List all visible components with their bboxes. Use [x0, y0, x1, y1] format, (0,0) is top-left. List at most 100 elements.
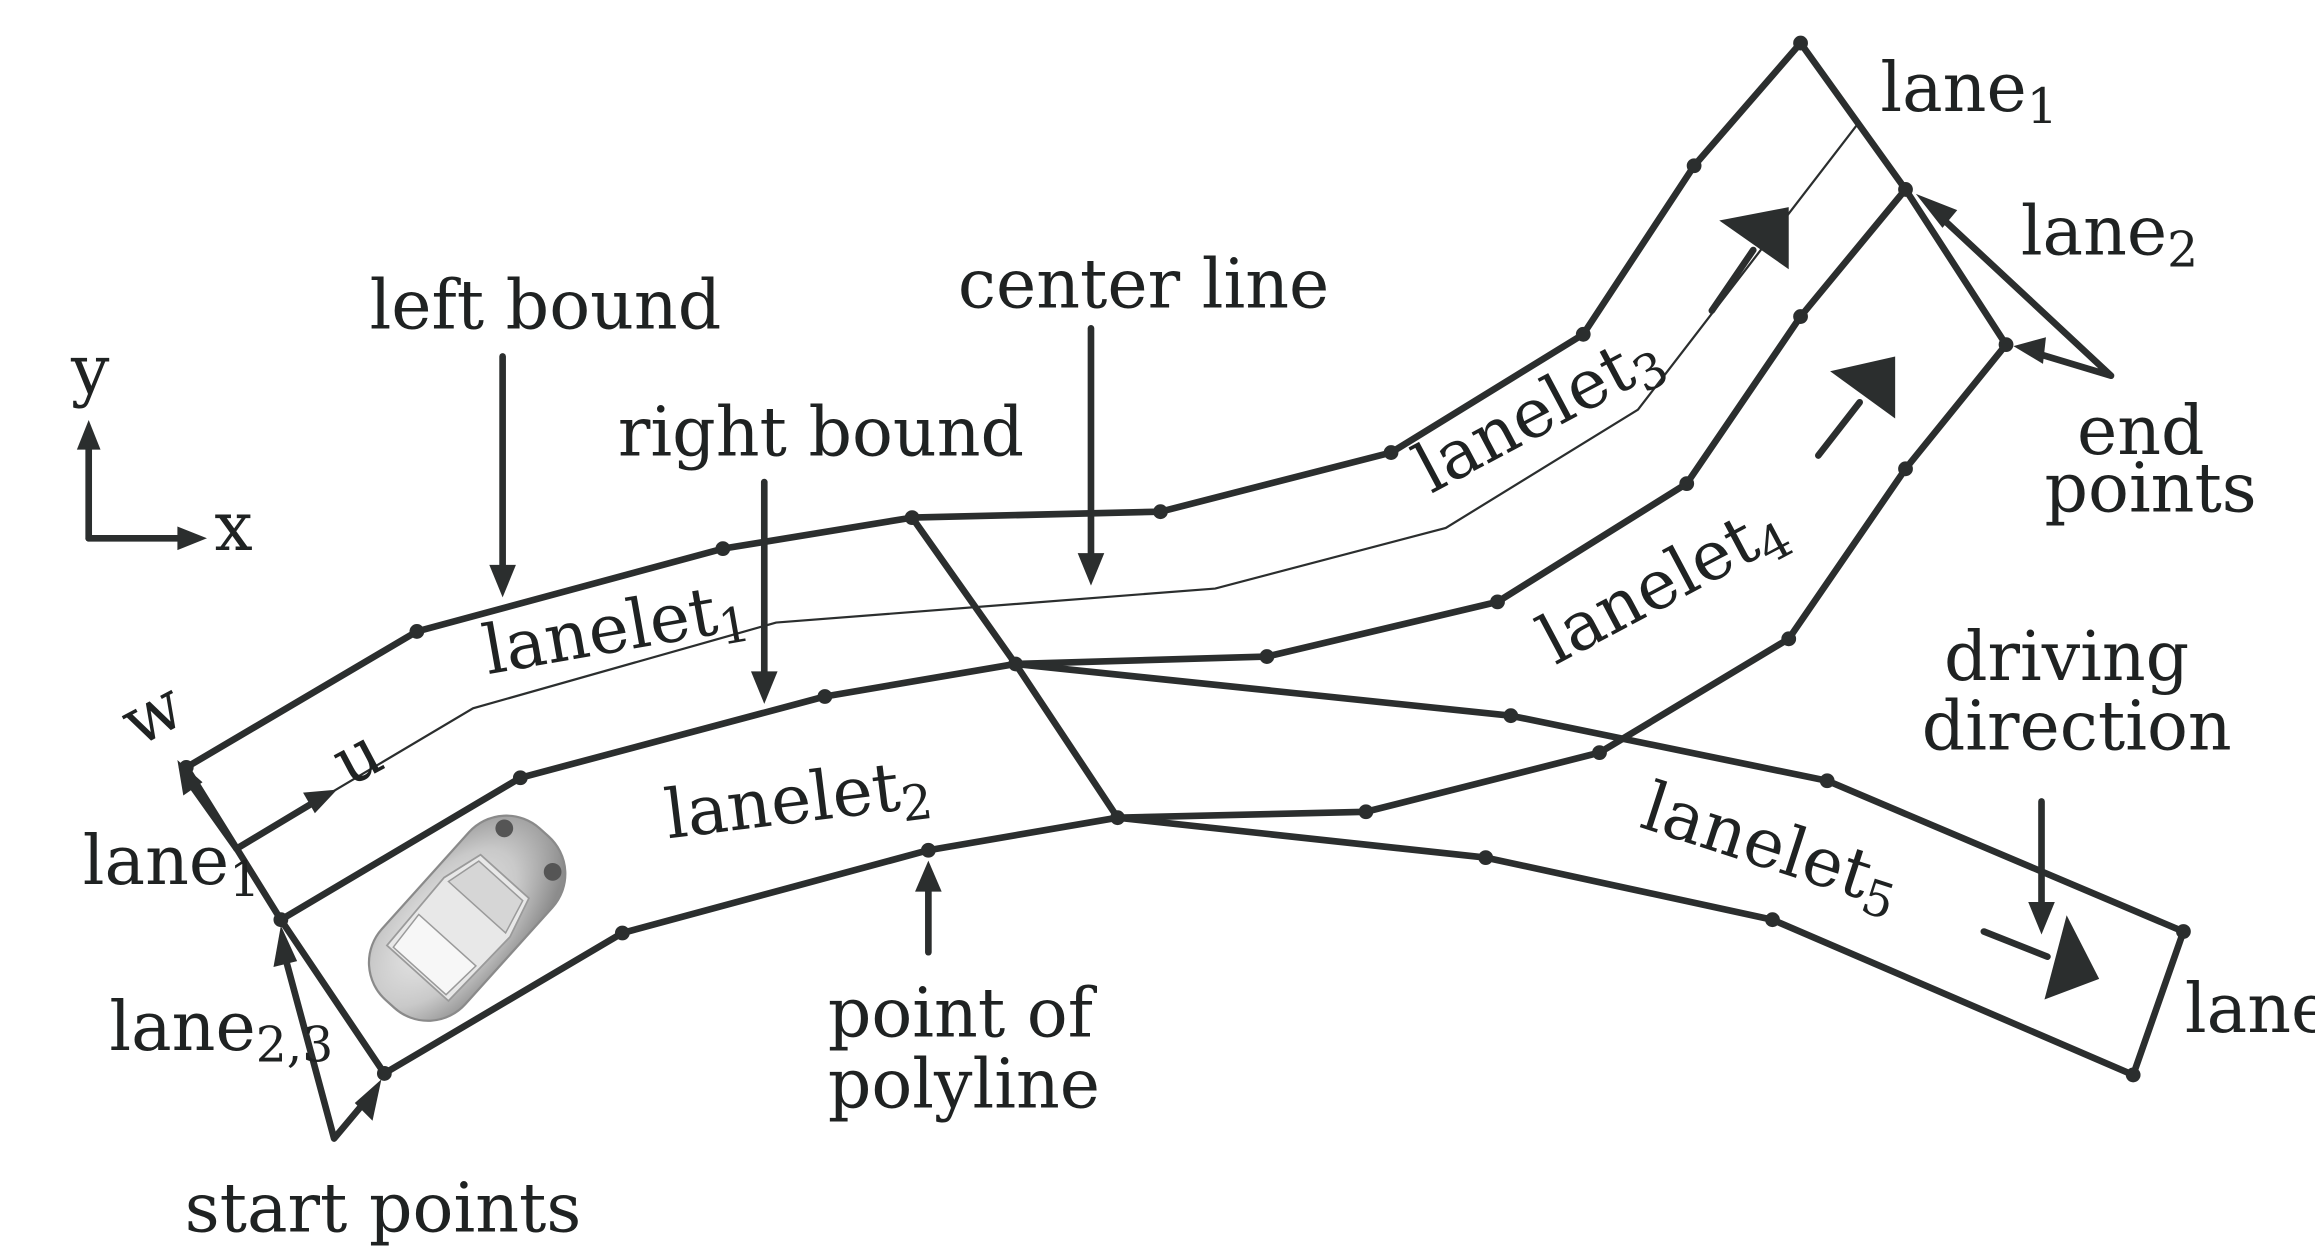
- lanelet5-upper-bound: [1012, 660, 2187, 935]
- annotation-arrows: [177, 193, 2115, 1142]
- polyline-point: [273, 912, 289, 928]
- lanelet3-label: lanelet3: [1402, 314, 1678, 515]
- polyline-point: [1679, 476, 1695, 491]
- driving-arrow-shaft: [1814, 398, 1864, 459]
- polyline-point: [1793, 309, 1808, 324]
- text-labels: y x w u left bound center line right bou…: [70, 49, 2315, 1249]
- polyline-point: [1793, 35, 1808, 51]
- polyline-point: [1110, 810, 1125, 826]
- lane3-label: lane3: [2185, 970, 2315, 1056]
- polyline-point: [920, 842, 936, 858]
- lanelet1-label: lanelet1: [477, 567, 755, 698]
- polyline-point: [376, 1066, 392, 1081]
- point-of-polyline-label-line2: polyline: [828, 1045, 1100, 1124]
- point-of-polyline-label-line1: point of: [828, 974, 1098, 1053]
- start-point-arrow-icon: [354, 1079, 382, 1121]
- lanelet2-label-sub: 2: [898, 773, 936, 833]
- driving-direction-arrows: [1708, 207, 2100, 1000]
- lane1-top-label: lane1: [1880, 49, 2057, 135]
- lane2-top-label: lane2: [2021, 192, 2198, 278]
- coordinate-axes: [76, 420, 207, 551]
- lane23-label: lane2,3: [109, 988, 333, 1074]
- right-bound-arrow-icon: [750, 671, 778, 704]
- u-axis-arrow-icon: [303, 789, 338, 814]
- start-point-arrow-icon: [273, 925, 298, 968]
- lane1-left-label-base: lane: [83, 822, 229, 901]
- point-of-polyline-arrow-icon: [915, 860, 942, 892]
- lane2-top-label-base: lane: [2021, 192, 2167, 271]
- x-axis-arrow-icon: [177, 526, 207, 551]
- polyline-point: [1575, 326, 1591, 342]
- x-axis-label: x: [214, 488, 252, 567]
- center-line-label: center line: [958, 246, 1329, 325]
- polyline-point: [817, 689, 833, 704]
- end-point-arrow-icon: [2013, 337, 2046, 364]
- driving-direction-arrow-icon: [2028, 901, 2055, 935]
- u-axis-label: u: [320, 712, 396, 802]
- polyline-point: [1898, 461, 1913, 477]
- polyline-point: [1383, 445, 1399, 460]
- lane1-end-segment: [1902, 186, 2010, 348]
- left-bound-label: left bound: [370, 266, 722, 345]
- lane23-label-sub: 2,3: [256, 1017, 334, 1074]
- driving-arrow-icon: [1830, 356, 1896, 419]
- lanelet3-label-base: lanelet: [1402, 329, 1647, 509]
- lane3-label-base: lane: [2185, 970, 2315, 1049]
- polyline-point: [715, 541, 731, 557]
- u-axis-line: [233, 801, 314, 853]
- end-points-label-line1: end: [2077, 392, 2205, 471]
- driving-arrow-shaft: [1980, 928, 2051, 960]
- polyline-point: [1592, 745, 1607, 761]
- polyline-point: [1503, 708, 1519, 724]
- polyline-point: [1490, 594, 1505, 610]
- driving-arrow-shaft: [1708, 246, 1757, 314]
- end-point-arrow-icon: [1915, 193, 1958, 228]
- end-points-pointer: [1933, 209, 2115, 380]
- polyline-point: [1686, 158, 1702, 174]
- lanelet4-label-base: lanelet: [1526, 500, 1771, 680]
- polyline-point: [1008, 656, 1023, 672]
- polyline-point: [1478, 850, 1494, 866]
- driving-direction-label-line1: driving: [1944, 618, 2189, 697]
- lane23-label-base: lane: [109, 988, 255, 1067]
- w-axis-arrow-icon: [177, 760, 203, 796]
- polyline-point: [1819, 773, 1835, 789]
- left-bound-polyline: [182, 39, 1909, 771]
- lanelet5-label: lanelet5: [1631, 768, 1911, 932]
- polyline-point: [1898, 182, 1913, 197]
- center-line-polyline: [235, 120, 1861, 850]
- start-points-label: start points: [185, 1170, 581, 1249]
- polyline-point: [1781, 631, 1797, 647]
- y-axis-arrow-icon: [76, 420, 101, 450]
- polyline-point: [2176, 924, 2191, 939]
- polyline-point: [1358, 804, 1374, 820]
- lane2-top-label-sub: 2: [2167, 221, 2198, 278]
- y-axis-label: y: [70, 331, 110, 410]
- end-points-label-line2: points: [2044, 450, 2256, 529]
- w-axis-line: [185, 778, 240, 853]
- polyline-point: [512, 770, 528, 786]
- car-icon: [367, 814, 567, 1022]
- center-line-arrow-icon: [1077, 553, 1105, 586]
- right-bound-label: right bound: [618, 394, 1024, 473]
- lane1-top-label-base: lane: [1880, 49, 2026, 128]
- lane1-left-label: lane1: [83, 822, 260, 908]
- lane1-left-label-sub: 1: [229, 851, 260, 908]
- polyline-point: [904, 510, 920, 525]
- polyline-point: [1765, 912, 1780, 928]
- polyline-point: [1153, 504, 1168, 520]
- driving-arrow-icon: [1719, 207, 1789, 270]
- lanelet2-label-base: lanelet: [661, 748, 905, 855]
- lane1-top-label-sub: 1: [2027, 78, 2058, 135]
- driving-arrow-icon: [2044, 915, 2100, 1000]
- polyline-point: [409, 624, 425, 639]
- polyline-point: [614, 925, 630, 941]
- polyline-point: [2125, 1067, 2141, 1083]
- w-axis-label: w: [108, 666, 196, 763]
- lanelet2-label: lanelet2: [661, 744, 936, 862]
- polyline-point: [1998, 337, 2014, 353]
- left-bound-arrow-icon: [489, 564, 516, 598]
- driving-direction-label-line2: direction: [1922, 688, 2232, 767]
- polyline-point: [1259, 649, 1275, 664]
